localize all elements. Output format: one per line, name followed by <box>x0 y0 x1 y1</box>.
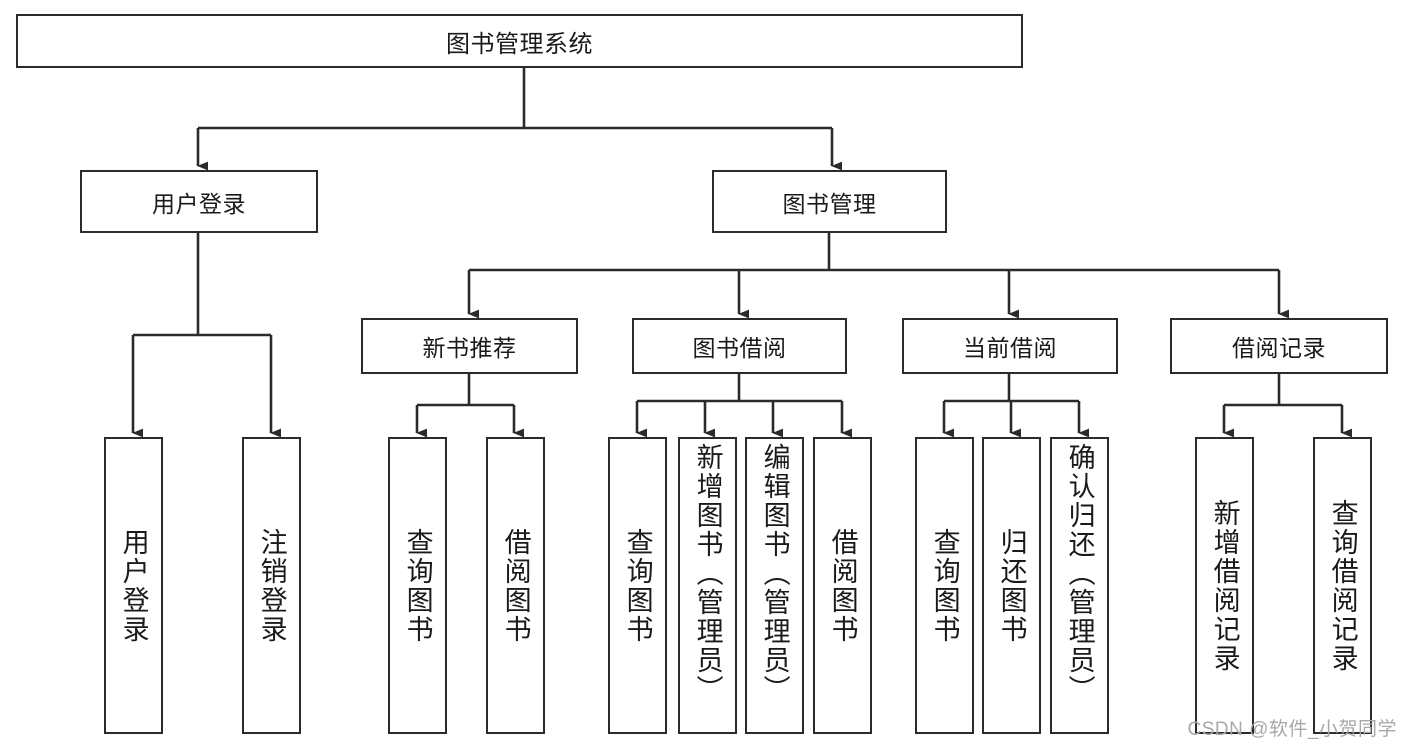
node-book-management-label: 图书管理 <box>782 190 877 217</box>
leaf-logout-label: 注销登录 <box>256 527 287 644</box>
node-book-borrow[interactable]: 图书借阅 <box>632 318 847 374</box>
leaf-confirm-return-admin-label: 确认归还（管理员） <box>1064 443 1095 704</box>
node-borrow-record-label: 借阅记录 <box>1232 335 1326 361</box>
leaf-return-book-label: 归还图书 <box>996 527 1027 644</box>
leaf-add-book-admin-label: 新增图书（管理员） <box>692 443 723 704</box>
leaf-query-borrow-record[interactable]: 查询借阅记录 <box>1313 437 1372 734</box>
leaf-new-book-borrow[interactable]: 借阅图书 <box>486 437 545 734</box>
leaf-edit-book-admin-label: 编辑图书（管理员） <box>759 443 790 704</box>
leaf-confirm-return-admin[interactable]: 确认归还（管理员） <box>1050 437 1109 734</box>
node-current-borrow[interactable]: 当前借阅 <box>902 318 1118 374</box>
leaf-borrow-query-book[interactable]: 查询图书 <box>608 437 667 734</box>
leaf-new-book-query[interactable]: 查询图书 <box>388 437 447 734</box>
node-current-borrow-label: 当前借阅 <box>963 335 1057 361</box>
leaf-new-book-borrow-label: 借阅图书 <box>500 527 531 644</box>
leaf-user-login[interactable]: 用户登录 <box>104 437 163 734</box>
leaf-current-query-book-label: 查询图书 <box>929 527 960 644</box>
leaf-borrow-query-book-label: 查询图书 <box>622 527 653 644</box>
leaf-borrow-book-label: 借阅图书 <box>827 527 858 644</box>
leaf-return-book[interactable]: 归还图书 <box>982 437 1041 734</box>
node-new-book-recommend[interactable]: 新书推荐 <box>361 318 578 374</box>
leaf-logout[interactable]: 注销登录 <box>242 437 301 734</box>
node-borrow-record[interactable]: 借阅记录 <box>1170 318 1388 374</box>
node-book-borrow-label: 图书借阅 <box>692 335 787 361</box>
leaf-query-borrow-record-label: 查询借阅记录 <box>1327 498 1358 673</box>
node-book-management[interactable]: 图书管理 <box>712 170 947 233</box>
watermark: CSDN @软件_小贺同学 <box>1187 719 1397 740</box>
node-user-login[interactable]: 用户登录 <box>80 170 318 233</box>
leaf-borrow-book[interactable]: 借阅图书 <box>813 437 872 734</box>
node-root[interactable]: 图书管理系统 <box>16 14 1023 68</box>
leaf-add-borrow-record[interactable]: 新增借阅记录 <box>1195 437 1254 734</box>
leaf-add-borrow-record-label: 新增借阅记录 <box>1209 498 1240 673</box>
node-root-label: 图书管理系统 <box>446 30 593 58</box>
node-new-book-recommend-label: 新书推荐 <box>422 335 517 361</box>
leaf-new-book-query-label: 查询图书 <box>402 527 433 644</box>
leaf-add-book-admin[interactable]: 新增图书（管理员） <box>678 437 737 734</box>
leaf-user-login-label: 用户登录 <box>118 527 149 644</box>
leaf-current-query-book[interactable]: 查询图书 <box>915 437 974 734</box>
leaf-edit-book-admin[interactable]: 编辑图书（管理员） <box>745 437 804 734</box>
node-user-login-label: 用户登录 <box>152 190 246 217</box>
